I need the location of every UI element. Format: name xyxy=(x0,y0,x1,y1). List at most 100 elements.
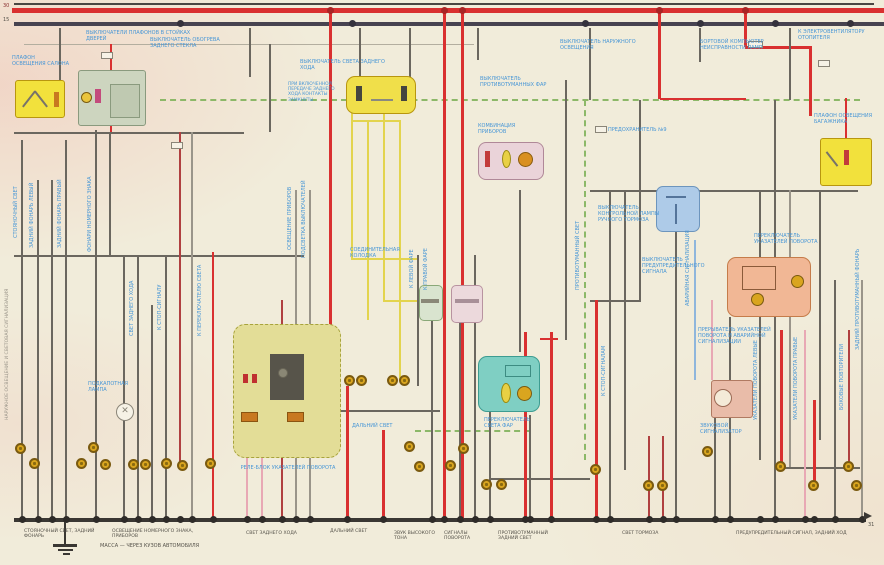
junction-dot xyxy=(93,516,100,523)
plug-connector-icon xyxy=(657,480,668,491)
wire-segment xyxy=(14,255,304,257)
junction-dot xyxy=(646,516,653,523)
wire-segment xyxy=(310,410,440,412)
plug-connector-icon xyxy=(29,458,40,469)
ground-icon xyxy=(58,549,73,551)
fuse-icon xyxy=(171,142,183,149)
wire-segment xyxy=(12,8,884,13)
junction-dot xyxy=(607,516,614,523)
diagram-label: ПРЕДУПРЕДИТЕЛЬНЫЙ СИГНАЛ, ЗАДНИЙ ХОД xyxy=(736,531,847,536)
fuse-icon xyxy=(101,52,113,59)
wire-segment xyxy=(529,415,531,519)
junction-dot xyxy=(772,20,779,27)
terminal-30: 30 xyxy=(3,3,10,9)
junction-dot xyxy=(859,516,866,523)
wire-segment xyxy=(359,28,361,77)
wire-segment xyxy=(624,190,626,470)
diagram-label: НАРУЖНОЕ ОСВЕЩЕНИЕ И СВЕТОВАЯ СИГНАЛИЗАЦ… xyxy=(5,288,10,420)
component-detail xyxy=(421,299,439,303)
wire-segment xyxy=(367,120,369,320)
plug-connector-icon xyxy=(445,460,456,471)
component-detail xyxy=(518,152,533,167)
wire-segment xyxy=(109,132,111,255)
junction-dot xyxy=(832,516,839,523)
diagram-label: К ЛЕВОЙ ФАРЕ xyxy=(409,249,415,288)
junction-dot xyxy=(802,516,809,523)
plug-connector-icon xyxy=(356,375,367,386)
junction-dot xyxy=(189,516,196,523)
wire-segment xyxy=(675,230,677,519)
wire-segment xyxy=(694,240,696,380)
plug-connector-icon xyxy=(128,459,139,470)
plug-connector-icon xyxy=(205,458,216,469)
wire-segment xyxy=(490,478,590,480)
junction-dot xyxy=(149,516,156,523)
wire-segment xyxy=(59,28,61,80)
diagram-label: ЗВУКОВОЙ СИГНАЛИЗАТОР xyxy=(700,423,742,435)
wire-segment xyxy=(123,255,125,405)
wire-segment xyxy=(639,100,641,302)
plug-connector-icon xyxy=(496,479,507,490)
junction-dot xyxy=(293,516,300,523)
junction-dot xyxy=(527,516,534,523)
wire-segment xyxy=(123,420,125,519)
component-detail xyxy=(356,86,362,101)
junction-dot xyxy=(19,516,26,523)
plug-connector-icon xyxy=(481,479,492,490)
junction-dot xyxy=(177,516,184,523)
diagram-label: ДАЛЬНИЙ СВЕТ xyxy=(330,529,368,534)
wire-segment xyxy=(269,44,271,132)
diagram-label: СВЕТ ТОРМОЗА xyxy=(622,531,659,536)
wire-segment xyxy=(711,300,713,380)
wire-segment xyxy=(519,190,521,352)
wire-segment xyxy=(137,255,139,519)
fuse-icon xyxy=(818,60,830,67)
component-detail xyxy=(502,150,511,168)
wire-segment xyxy=(759,190,761,460)
bus-arrow-icon xyxy=(864,512,872,520)
wire-segment xyxy=(474,255,476,519)
wire-segment xyxy=(848,330,850,467)
wire-segment xyxy=(589,28,591,100)
diagram-label: К СТОП-СИГНАЛАМ xyxy=(601,345,607,396)
diagram-label: ФОНАРИ НОМЕРНОГО ЗНАКА xyxy=(87,176,93,252)
junction-dot xyxy=(49,516,56,523)
plug-connector-icon xyxy=(404,441,415,452)
junction-dot xyxy=(349,20,356,27)
diagram-label: ВЫКЛЮЧАТЕЛЬ ПРОТИВОТУМАННЫХ ФАР xyxy=(480,76,547,88)
wire-segment xyxy=(14,518,866,522)
ground-icon xyxy=(53,544,77,547)
diagram-label: К ПРАВОЙ ФАРЕ xyxy=(423,248,429,290)
plug-connector-icon xyxy=(775,461,786,472)
wire-segment xyxy=(165,255,167,519)
wire-segment xyxy=(540,338,558,340)
wire-segment xyxy=(662,436,664,519)
component-detail xyxy=(270,354,304,400)
component-detail xyxy=(252,374,257,383)
plug-connector-icon xyxy=(702,446,713,457)
diagram-label: ЗВУК ВЫСОКОГО ТОНА xyxy=(394,531,435,542)
junction-dot xyxy=(656,7,663,14)
diagram-label: РЕЛЕ-БЛОК УКАЗАТЕЛЕЙ ПОВОРОТА xyxy=(240,465,336,471)
wire-segment xyxy=(780,330,783,469)
ground-stem xyxy=(64,522,66,544)
component-detail xyxy=(505,365,531,377)
junction-dot xyxy=(244,516,251,523)
wire-segment xyxy=(384,300,432,302)
component-detail xyxy=(287,412,304,422)
junction-dot xyxy=(772,516,779,523)
wire-segment xyxy=(51,180,53,519)
wire-segment xyxy=(477,28,479,60)
junction-dot xyxy=(63,516,70,523)
wire-segment xyxy=(648,436,650,519)
wire-segment xyxy=(14,22,884,26)
wire-segment xyxy=(658,11,661,99)
diagram-label: СИГНАЛЫ ПОВОРОТА xyxy=(444,531,471,542)
wire-segment xyxy=(382,430,385,519)
junction-dot xyxy=(742,7,749,14)
component-relay-block xyxy=(233,324,341,458)
component-detail xyxy=(501,383,511,403)
component-detail xyxy=(714,389,732,407)
component-detail xyxy=(791,275,804,288)
plug-connector-icon xyxy=(458,443,469,454)
